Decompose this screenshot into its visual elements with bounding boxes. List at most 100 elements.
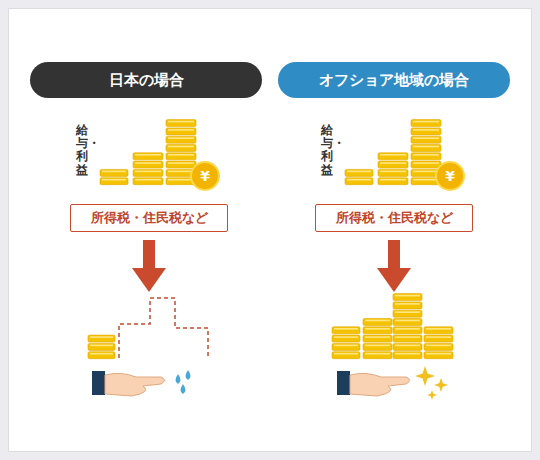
coin-shine [347, 171, 371, 173]
coin [378, 178, 408, 185]
coin-shine [380, 154, 406, 156]
coin-shine [135, 162, 161, 164]
vertical-label: 給与・利益 [76, 124, 88, 177]
tax-box: 所得税・住民税など [315, 204, 473, 232]
coin-shine [395, 295, 420, 297]
coin-shine [365, 353, 390, 355]
coin-shine [413, 179, 439, 181]
hand [350, 373, 410, 396]
coin-shine [168, 129, 194, 131]
coin-shine [426, 345, 451, 347]
coin [332, 327, 360, 334]
drop [181, 384, 186, 394]
coin [166, 145, 196, 152]
coin [133, 169, 163, 176]
vertical-label: 給与・利益 [321, 124, 333, 177]
coin [363, 327, 392, 334]
coin-shine [334, 353, 358, 355]
coin-shine [413, 171, 439, 173]
coin [393, 352, 422, 359]
coin [393, 343, 422, 350]
hand-left [92, 371, 165, 396]
coin-shine [395, 303, 420, 305]
sparkle [415, 366, 435, 386]
coin [166, 161, 196, 168]
coin [378, 169, 408, 176]
coin-shine [334, 336, 358, 338]
cuff [92, 371, 105, 395]
coin-shine [365, 336, 390, 338]
coin-shine [426, 328, 451, 330]
sparkles [415, 366, 448, 400]
coin-shine [334, 345, 358, 347]
coin [88, 352, 115, 359]
coin [363, 352, 392, 359]
coin [393, 310, 422, 317]
arrow-head [377, 268, 411, 292]
node-text: 所得税・住民税など [91, 209, 208, 227]
arrow-shaft [388, 240, 400, 270]
coin-shine [395, 328, 420, 330]
coin-shine [135, 171, 161, 173]
coin-shine [168, 162, 194, 164]
coin [393, 335, 422, 342]
coin [166, 128, 196, 135]
coin-shine [365, 328, 390, 330]
yen-symbol: ¥ [200, 169, 210, 183]
coin [393, 327, 422, 334]
coin [378, 161, 408, 168]
coin [393, 302, 422, 309]
coin-shine [168, 121, 194, 123]
case-header: オフショア地域の場合 [278, 62, 510, 98]
coin-shine [90, 336, 113, 338]
coin [332, 335, 360, 342]
coin-shine [380, 179, 406, 181]
cuff [337, 371, 350, 395]
sparkle [434, 378, 448, 392]
coin-shine [395, 353, 420, 355]
coin [88, 343, 115, 350]
coin-shine [395, 336, 420, 338]
coin-shine [395, 320, 420, 322]
coin-shine [168, 137, 194, 139]
coin-shine [413, 137, 439, 139]
coin [378, 153, 408, 160]
sparkle [427, 390, 437, 400]
node-text: 所得税・住民税など [336, 209, 453, 227]
coin-shine [395, 311, 420, 313]
water-drops [176, 370, 191, 394]
coin [345, 169, 373, 176]
yen-coin [191, 162, 219, 190]
tax-box: 所得税・住民税など [70, 204, 228, 232]
coin-shine [413, 129, 439, 131]
coin-shine [380, 171, 406, 173]
coin [133, 153, 163, 160]
yen-symbol: ¥ [445, 169, 455, 183]
coin-shine [168, 146, 194, 148]
coin-shine [102, 179, 126, 181]
coin-shine [380, 162, 406, 164]
coin [166, 153, 196, 160]
coin-shine [102, 171, 126, 173]
coin [424, 327, 453, 334]
coin-shine [168, 171, 194, 173]
coin-stacks [88, 120, 464, 359]
coin [332, 343, 360, 350]
coin [100, 169, 128, 176]
coin-shine [395, 345, 420, 347]
coin [345, 178, 373, 185]
hand [105, 373, 165, 396]
yen-coin [436, 162, 464, 190]
node-text: 日本の場合 [109, 71, 184, 90]
coin-shine [347, 179, 371, 181]
lost-outline [119, 298, 208, 358]
arrow-head [132, 268, 166, 292]
coin-shine [413, 121, 439, 123]
node-text: オフショア地域の場合 [319, 71, 469, 90]
coin-shine [90, 353, 113, 355]
coin [166, 120, 196, 127]
coin [363, 343, 392, 350]
drop [186, 370, 191, 380]
coin-shine [413, 146, 439, 148]
